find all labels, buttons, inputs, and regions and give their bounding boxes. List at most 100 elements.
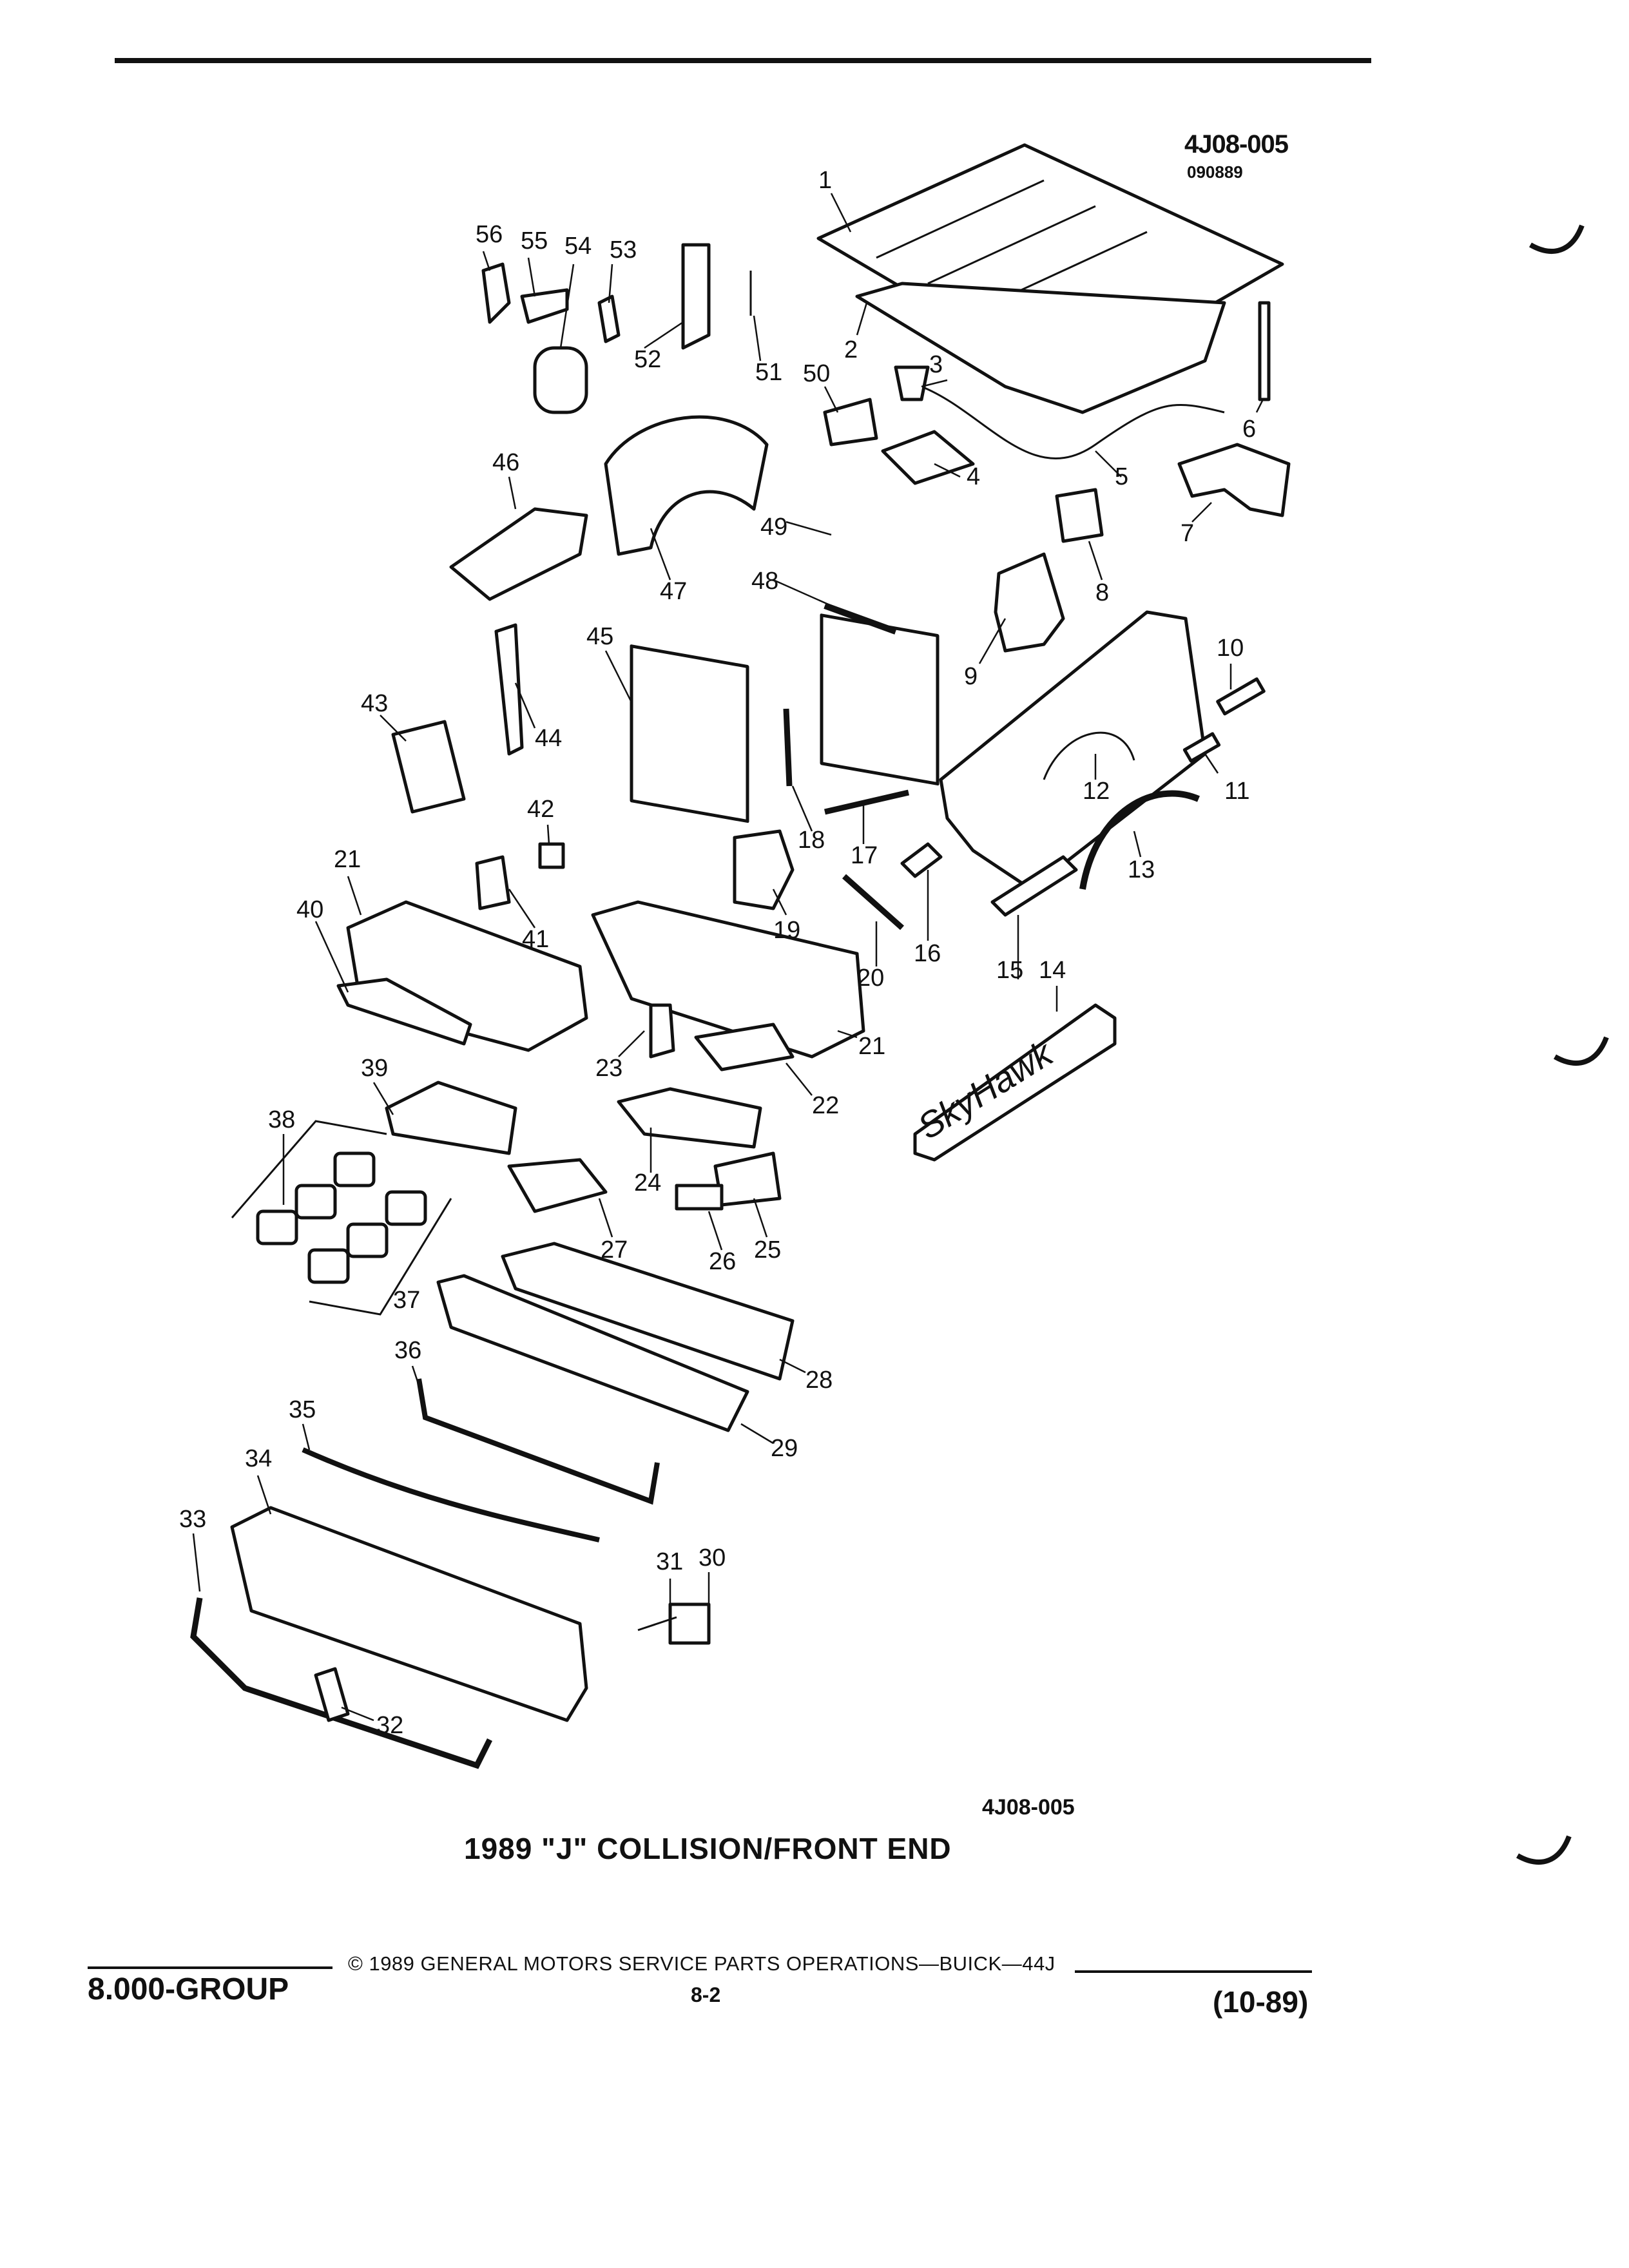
callout-4: 4 (967, 463, 980, 490)
filler-part (668, 1602, 711, 1645)
hinge-bracket-part (823, 398, 878, 447)
callout-41: 41 (522, 926, 549, 953)
callout-3: 3 (929, 351, 943, 378)
hinge-part (520, 288, 569, 324)
marker-lamp-part (900, 842, 943, 878)
headlamp-part (385, 1190, 427, 1226)
headlamp-part (294, 1184, 337, 1220)
page-number: 8-2 (691, 1983, 721, 2006)
callout-26: 26 (709, 1248, 736, 1275)
callout-14: 14 (1039, 957, 1066, 984)
binder-hole-mark (1529, 224, 1585, 254)
support-part (617, 1087, 762, 1149)
callout-21a: 21 (334, 846, 361, 873)
hood-strut-part (1258, 301, 1271, 401)
callout-49: 49 (760, 514, 787, 541)
latch-part (894, 365, 930, 401)
callout-36: 36 (394, 1337, 421, 1364)
callout-43: 43 (361, 690, 388, 717)
wheel-opening-molding-part (1079, 790, 1200, 890)
callout-27: 27 (601, 1236, 628, 1264)
revision-date: (10-89) (1213, 1985, 1309, 2019)
top-rule (115, 58, 1371, 63)
callout-9: 9 (964, 663, 978, 690)
callout-28: 28 (805, 1367, 833, 1394)
baffle-part (733, 829, 795, 910)
headlamp-part (346, 1222, 389, 1258)
fender-liner-part (994, 552, 1065, 653)
callout-8: 8 (1095, 579, 1109, 606)
callout-23: 23 (595, 1055, 622, 1082)
wheelhouse-liner-part (604, 415, 769, 556)
callout-19: 19 (773, 917, 800, 944)
callout-39: 39 (361, 1055, 388, 1082)
callout-44: 44 (535, 725, 562, 752)
lamp-housing-part (385, 1081, 517, 1155)
callout-22: 22 (812, 1092, 839, 1119)
callout-15: 15 (996, 957, 1023, 984)
release-cable-part (921, 385, 1225, 459)
bracket-part (649, 1003, 675, 1059)
filler-strip-part (783, 708, 793, 787)
footer-rule-right (1075, 1970, 1312, 1973)
callout-16: 16 (914, 940, 941, 967)
callout-45: 45 (586, 623, 613, 650)
callout-10: 10 (1217, 635, 1244, 662)
callout-20: 20 (857, 965, 884, 992)
binder-hole-mark (1516, 1835, 1572, 1865)
binder-hole-mark (1554, 1036, 1609, 1066)
callout-40: 40 (296, 896, 323, 923)
side-marker-part (990, 855, 1078, 917)
callout-52: 52 (634, 346, 661, 373)
latch-assembly-part (681, 243, 711, 350)
lock-support-part (1177, 443, 1291, 517)
park-lamp-part (713, 1151, 782, 1207)
callout-1: 1 (818, 167, 832, 194)
callout-12: 12 (1083, 778, 1110, 805)
callout-50: 50 (803, 360, 830, 387)
callout-46: 46 (492, 449, 519, 476)
filler-strip-part (842, 874, 904, 930)
air-deflector-part (494, 623, 524, 756)
callout-29: 29 (771, 1435, 798, 1462)
callout-51: 51 (755, 359, 782, 386)
callout-17: 17 (851, 842, 878, 869)
clip-part (637, 1616, 677, 1631)
lens-part (675, 1184, 724, 1211)
callout-48: 48 (751, 568, 778, 595)
horn-part (533, 346, 588, 414)
figure-caption: 1989 "J" COLLISION/FRONT END (464, 1832, 952, 1865)
callout-34: 34 (245, 1445, 272, 1472)
callout-30: 30 (699, 1544, 726, 1571)
molding-part (1182, 732, 1221, 763)
callout-33: 33 (179, 1506, 206, 1533)
callout-2: 2 (844, 336, 858, 363)
figure-reference-code-bottom: 4J08-005 (982, 1795, 1075, 1820)
footer-rule-left (88, 1966, 333, 1969)
callout-42: 42 (527, 796, 554, 823)
headlamp-part (333, 1151, 376, 1187)
copyright-notice: © 1989 GENERAL MOTORS SERVICE PARTS OPER… (348, 1952, 1055, 1975)
group-number: 8.000-GROUP (88, 1972, 289, 2006)
callout-47: 47 (660, 578, 687, 605)
callout-13: 13 (1128, 856, 1155, 883)
molding-part (1216, 677, 1266, 716)
clip-part (597, 294, 621, 343)
bezel-part (336, 977, 472, 1046)
bracket-part (481, 262, 511, 324)
radiator-part (820, 613, 940, 786)
turn-signal-part (507, 1158, 608, 1213)
callout-7: 7 (1181, 520, 1194, 547)
hood-inner-panel-part (855, 282, 1226, 414)
callout-54: 54 (564, 233, 592, 260)
license-bracket-part (314, 1667, 350, 1722)
impact-strip-part (302, 1447, 600, 1542)
headlamp-part (307, 1248, 350, 1284)
callout-55: 55 (521, 227, 548, 255)
energy-absorber-part (436, 1274, 749, 1432)
callout-6: 6 (1242, 416, 1256, 443)
callout-24: 24 (634, 1169, 661, 1196)
impact-bar-part (501, 1242, 795, 1381)
